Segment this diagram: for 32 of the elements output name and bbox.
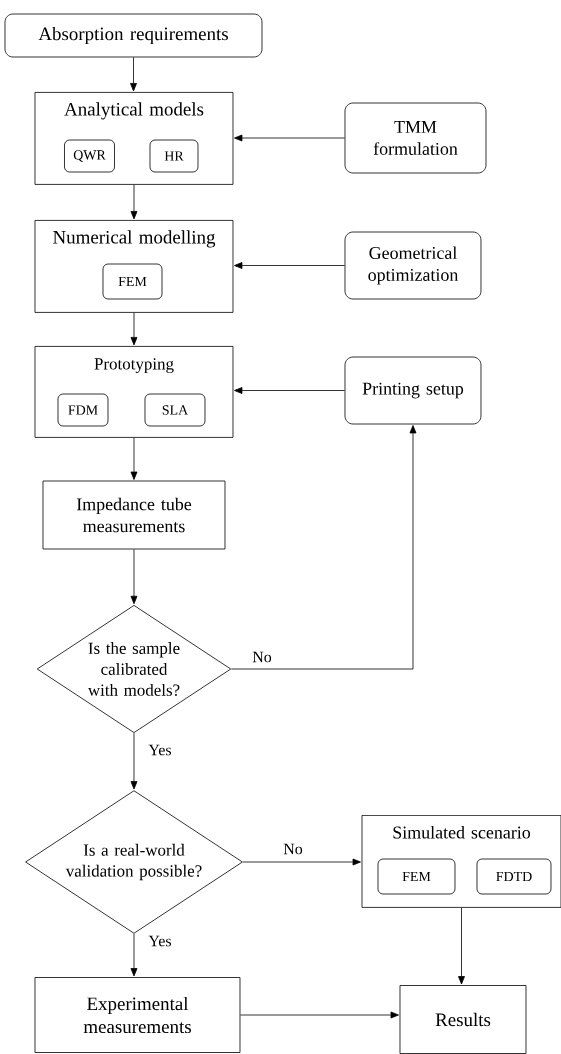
arrow xyxy=(130,57,137,92)
process-box: Printing setup xyxy=(344,356,482,425)
edge-label: No xyxy=(282,842,304,856)
process-box: Impedance tube measurements xyxy=(42,480,226,550)
arrow xyxy=(130,437,138,480)
process-box: Results xyxy=(399,985,527,1054)
arrow xyxy=(130,549,138,605)
edge-label: Yes xyxy=(147,934,173,948)
arrow xyxy=(234,262,345,269)
edge-label: Yes xyxy=(147,743,173,757)
process-box: Geometrical optimization xyxy=(344,231,482,300)
method-box: FDM xyxy=(57,393,109,427)
method-box: FEM xyxy=(377,858,456,895)
edge-label: No xyxy=(251,650,273,664)
method-box: SLA xyxy=(144,393,206,427)
arrow xyxy=(458,907,465,985)
arrow xyxy=(234,387,345,394)
method-box: HR xyxy=(149,139,199,173)
method-box: QWR xyxy=(64,139,115,173)
arrow xyxy=(130,732,138,790)
arrow xyxy=(130,933,138,977)
arrow xyxy=(130,184,138,220)
arrow xyxy=(240,1011,399,1019)
arrow xyxy=(234,134,345,142)
process-box: TMM formulation xyxy=(344,102,487,174)
process-box: Absorption requirements xyxy=(4,13,263,58)
arrow xyxy=(130,312,138,346)
method-box: FDTD xyxy=(476,858,552,895)
arrow xyxy=(230,425,417,670)
arrow xyxy=(242,858,361,866)
method-box: FEM xyxy=(102,263,163,300)
process-box: Experimental measurements xyxy=(34,977,241,1053)
